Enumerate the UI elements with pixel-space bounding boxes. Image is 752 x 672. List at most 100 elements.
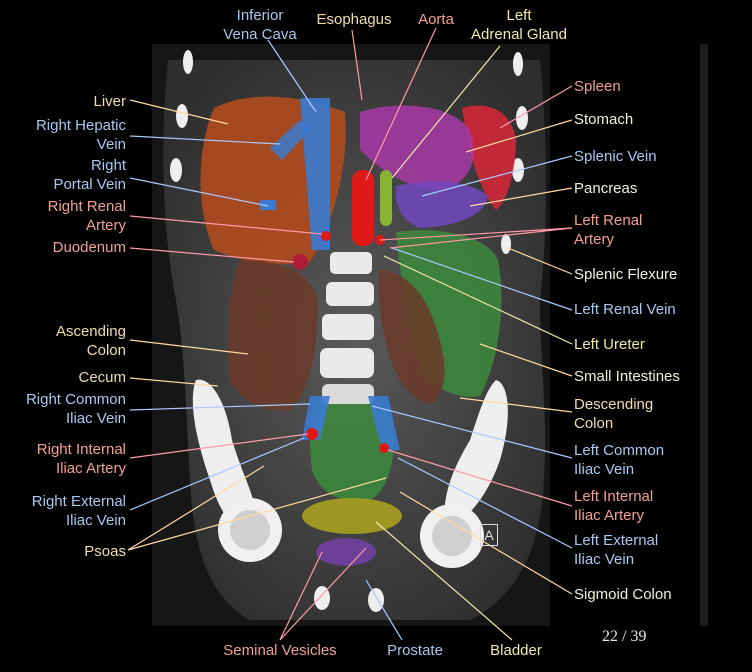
bladder-region [302, 498, 402, 534]
leader-line-left-renal-artery-a [379, 227, 573, 241]
leader-line-right-renal-artery [129, 215, 323, 235]
leader-line-seminal-vesicles-a [279, 551, 323, 641]
leader-line-sigmoid-colon [399, 491, 573, 595]
label-splenic-flexure: Splenic Flexure [574, 266, 678, 283]
portal-vein-vessel [260, 200, 276, 210]
page-separator: / [618, 628, 631, 645]
label-seminal-vesicles: Seminal Vesicles [223, 642, 337, 659]
vertebra [330, 252, 372, 274]
aorta-vessel [352, 170, 374, 246]
rib [183, 50, 193, 74]
leader-line-cecum [129, 377, 219, 387]
page-total: 39 [630, 628, 647, 645]
hepatic-vein-vessel [270, 120, 310, 160]
scan-edge-strip [700, 44, 708, 626]
leader-line-right-external-iliac-vein [129, 437, 305, 511]
leader-line-right-portal-vein [129, 177, 269, 207]
label-left-common-iliac-vein: Left Common Iliac Vein [574, 442, 665, 478]
left-femoral-head-core [432, 516, 472, 556]
rib [513, 52, 523, 76]
leader-line-right-hepatic-vein [129, 135, 281, 145]
vertebra [322, 384, 374, 404]
pelvic-intestine-region [310, 397, 394, 501]
leader-line-esophagus [351, 29, 363, 101]
left-internal-iliac-artery-dot [379, 443, 389, 453]
label-ascending-colon: Ascending Colon [55, 323, 126, 359]
leader-line-pancreas [469, 187, 573, 207]
right-internal-iliac-artery-dot [306, 428, 318, 440]
label-stomach: Stomach [574, 111, 634, 128]
label-cecum: Cecum [78, 369, 126, 386]
rib [176, 104, 188, 128]
leader-line-small-intestines [479, 343, 573, 377]
page-counter: 22 / 39 [602, 628, 646, 646]
label-small-intestines: Small Intestines [574, 368, 680, 385]
label-right-internal-iliac-artery: Right Internal Iliac Artery [36, 441, 126, 477]
leader-line-left-renal-artery-b [389, 227, 573, 249]
label-psoas: Psoas [84, 543, 126, 560]
left-pelvic-bone [444, 380, 508, 530]
leader-line-descending-colon [459, 397, 573, 413]
ivc-vessel [300, 98, 330, 250]
label-bladder: Bladder [490, 642, 542, 659]
leader-line-spleen [499, 85, 573, 129]
label-right-hepatic-vein: Right Hepatic Vein [35, 117, 126, 153]
vertebra [326, 282, 374, 306]
leader-line-bladder [375, 521, 513, 641]
rib [516, 106, 528, 130]
label-left-renal-artery: Left Renal Artery [574, 212, 643, 248]
label-right-portal-vein: Right Portal Vein [53, 157, 126, 193]
label-pancreas: Pancreas [574, 180, 638, 197]
rib [170, 158, 182, 182]
label-right-renal-artery: Right Renal Artery [47, 198, 126, 234]
label-right-common-iliac-vein: Right Common Iliac Vein [25, 391, 126, 427]
label-left-internal-iliac-artery: Left Internal Iliac Artery [574, 488, 654, 524]
page-current: 22 [602, 628, 618, 645]
leader-line-right-internal-iliac-artery [129, 433, 309, 459]
leader-line-duodenum [129, 247, 295, 263]
leader-line-liver [129, 99, 229, 125]
label-liver: Liver [93, 93, 126, 110]
right-pelvic-bone [192, 379, 258, 533]
rib [501, 234, 511, 254]
leader-line-left-common-iliac-vein [371, 405, 573, 459]
label-right-external-iliac-vein: Right External Iliac Vein [31, 493, 126, 529]
vertebra [322, 314, 374, 340]
orientation-marker: A [480, 524, 498, 546]
leader-line-aorta [365, 27, 437, 181]
label-duodenum: Duodenum [52, 239, 126, 256]
label-ivc: Inferior Vena Cava [223, 7, 297, 43]
left-common-iliac-vessel [368, 396, 400, 450]
leader-line-splenic-vein [421, 155, 573, 197]
leader-line-left-renal-vein [391, 247, 573, 311]
ascending-colon-region [228, 260, 318, 411]
leader-line-stomach [465, 119, 573, 153]
leader-line-prostate [365, 579, 403, 641]
pancreas-region [395, 181, 488, 228]
leader-line-left-internal-iliac-artery [387, 449, 573, 507]
label-left-external-iliac-vein: Left External Iliac Vein [574, 532, 659, 568]
pubic-bone [368, 588, 384, 612]
label-prostate: Prostate [387, 642, 443, 659]
leader-line-right-common-iliac-vein [129, 403, 311, 411]
label-descending-colon: Descending Colon [574, 396, 654, 432]
label-aorta: Aorta [418, 11, 454, 28]
descending-colon-region [378, 270, 445, 404]
leader-line-left-external-iliac-vein [397, 457, 573, 549]
leader-line-left-ureter [383, 255, 573, 345]
label-sigmoid-colon: Sigmoid Colon [574, 586, 672, 603]
leader-line-ascending-colon [129, 339, 249, 355]
pubic-bone [314, 586, 330, 610]
spleen-region [462, 105, 516, 210]
label-spleen: Spleen [574, 78, 621, 95]
duodenum-dot [292, 254, 308, 270]
leader-line-splenic-flexure [507, 247, 573, 275]
vertebra [320, 348, 374, 378]
right-femoral-head-core [230, 510, 270, 550]
label-left-adrenal: Left Adrenal Gland [471, 7, 567, 43]
label-esophagus: Esophagus [316, 11, 392, 28]
right-renal-artery-dot [321, 231, 331, 241]
leader-line-psoas-b [127, 477, 387, 551]
